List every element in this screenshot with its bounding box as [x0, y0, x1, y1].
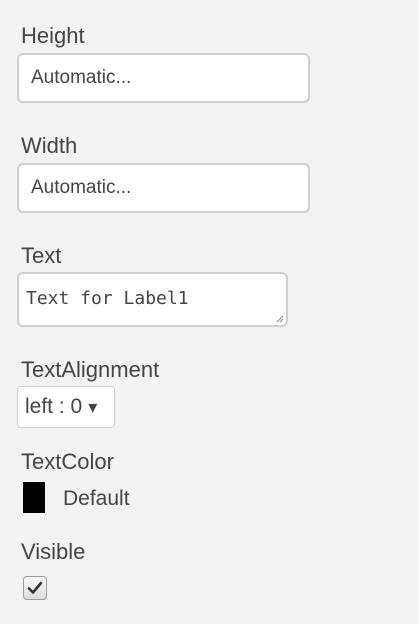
- chevron-down-icon: ▾: [88, 396, 98, 417]
- height-field[interactable]: Automatic...: [17, 53, 310, 103]
- text-color-value[interactable]: Default: [63, 487, 130, 510]
- width-field[interactable]: Automatic...: [17, 163, 310, 213]
- text-alignment-dropdown[interactable]: left : 0 ▾: [17, 386, 115, 428]
- text-alignment-label: TextAlignment: [21, 357, 160, 382]
- text-alignment-selected: left : 0: [25, 395, 83, 418]
- width-label: Width: [21, 133, 78, 158]
- resize-grip-icon[interactable]: [276, 315, 284, 323]
- color-swatch[interactable]: [23, 482, 45, 513]
- text-label: Text: [21, 243, 62, 268]
- checkmark-icon: [27, 581, 43, 594]
- text-textarea[interactable]: Text for Label1: [17, 272, 288, 327]
- text-color-label: TextColor: [21, 449, 114, 474]
- visible-checkbox[interactable]: [23, 576, 47, 600]
- visible-label: Visible: [21, 539, 86, 564]
- width-value: Automatic...: [31, 177, 132, 198]
- text-value: Text for Label1: [26, 288, 189, 309]
- height-value: Automatic...: [31, 67, 132, 88]
- height-label: Height: [21, 23, 85, 48]
